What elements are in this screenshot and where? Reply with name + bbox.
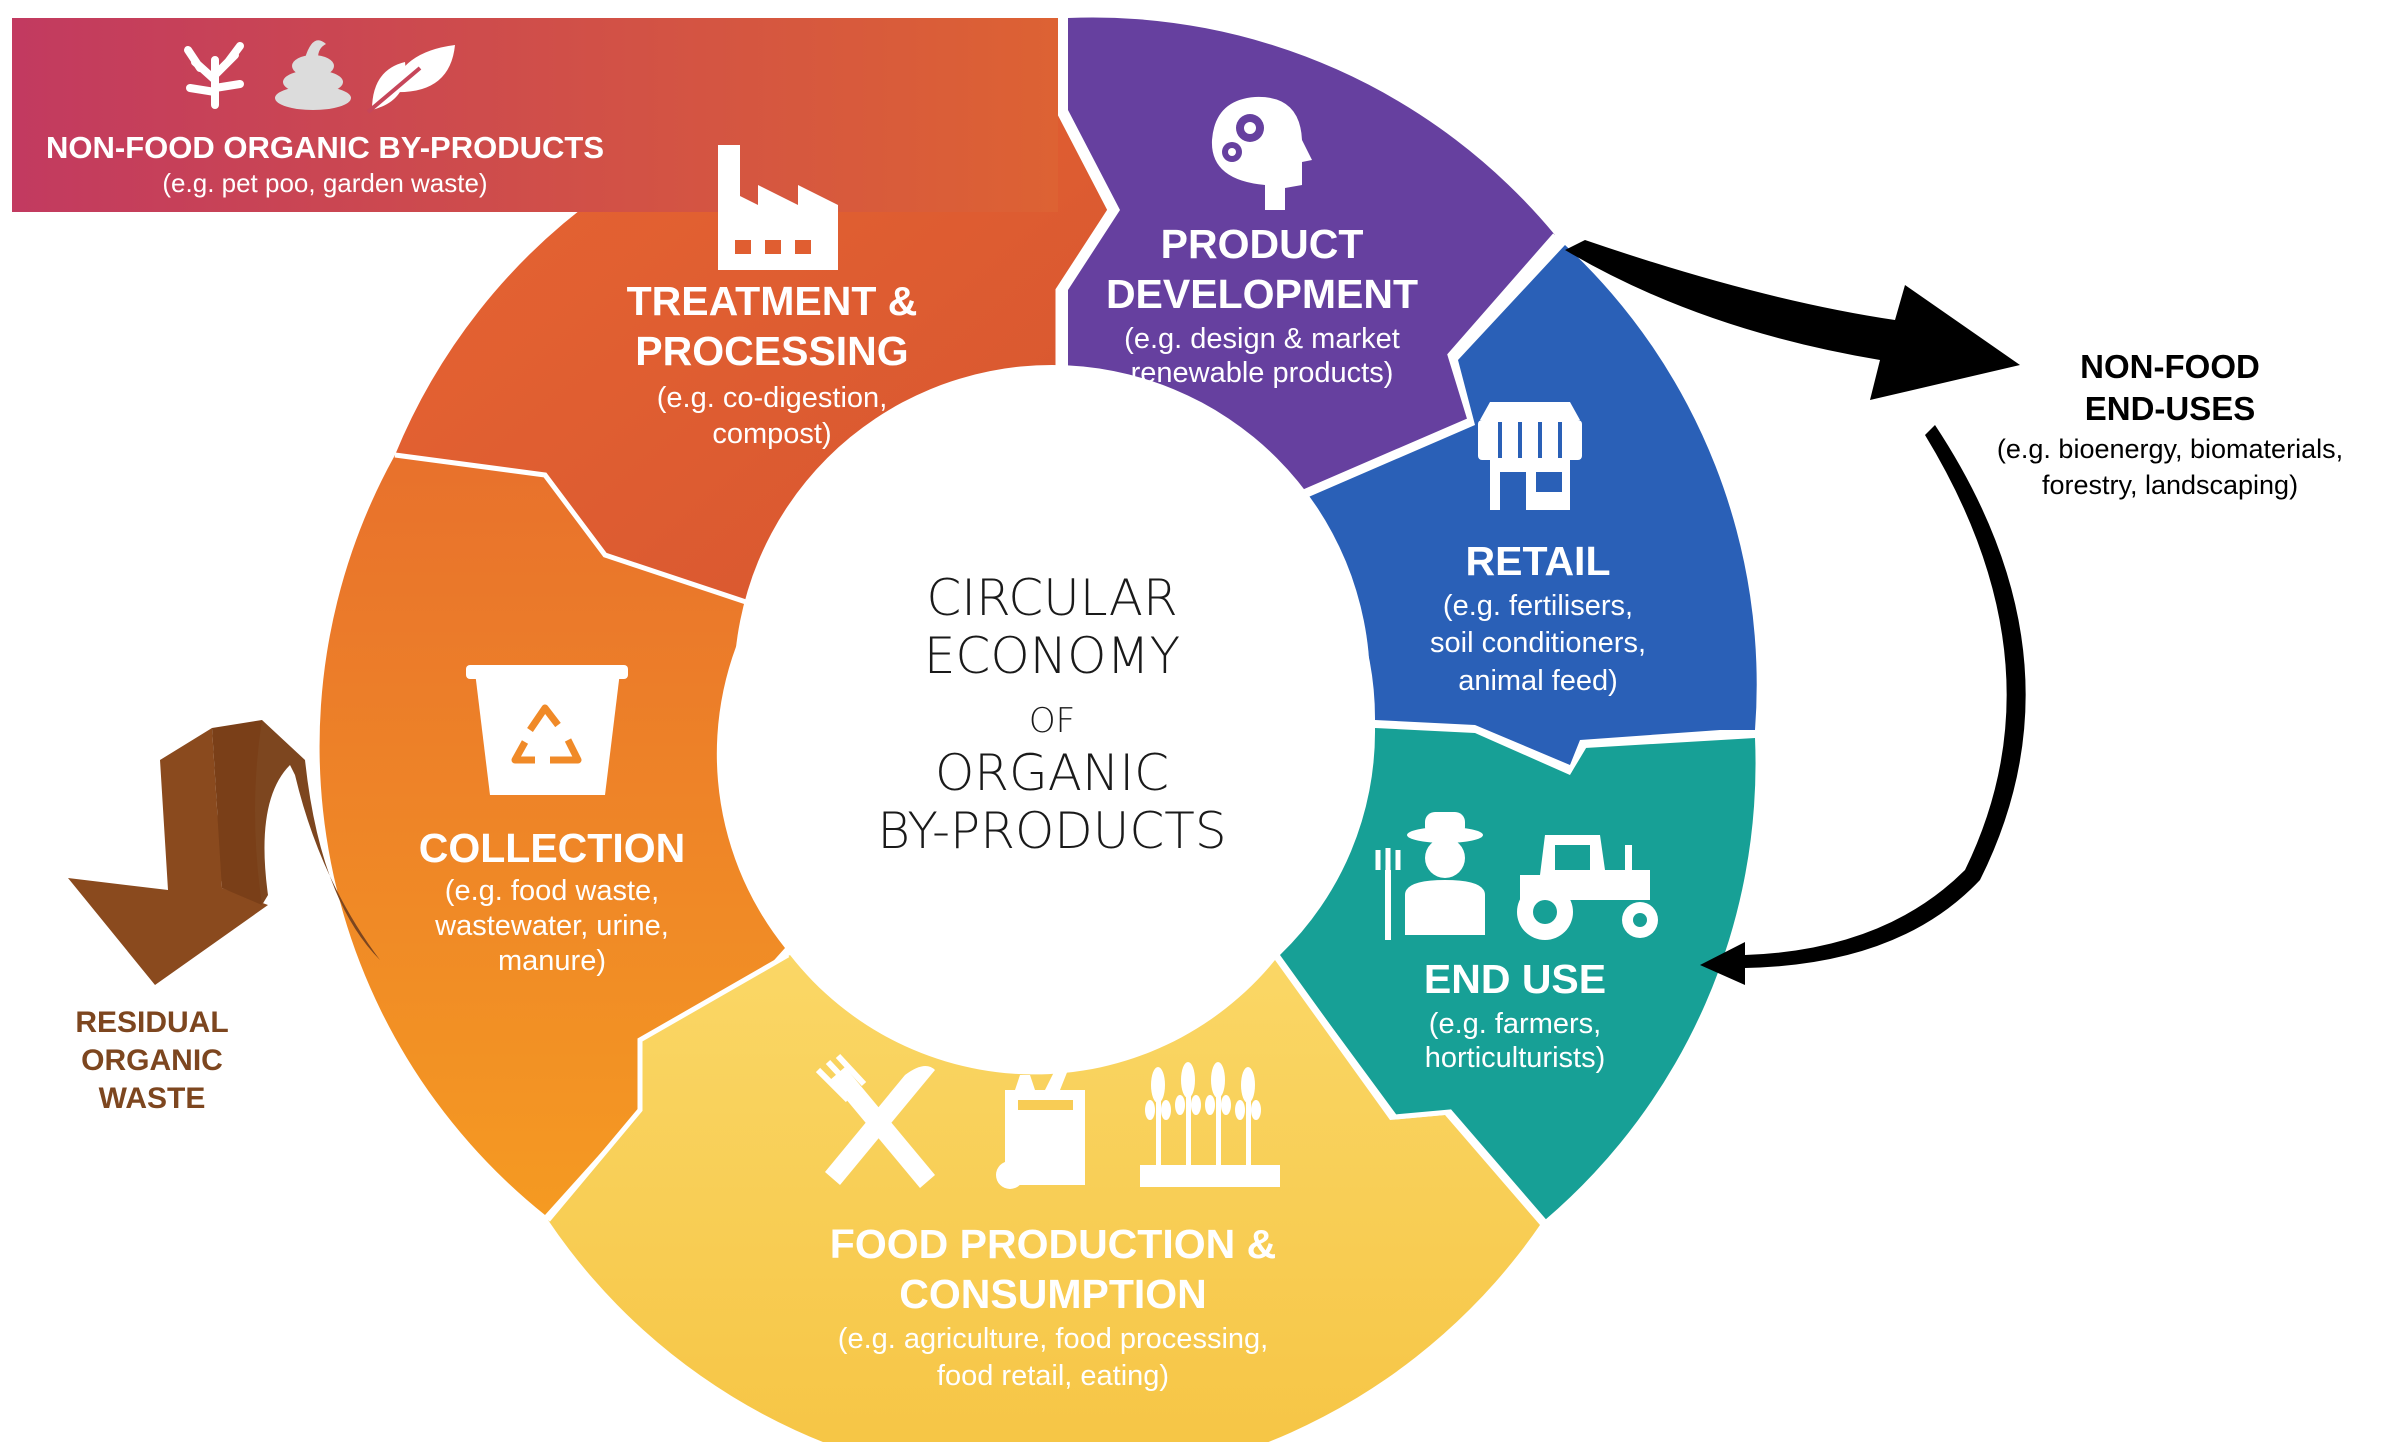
treatment-example-1: (e.g. co-digestion, [657,382,888,414]
pet-poo-icon [275,40,351,110]
nonfood-organic-byproducts-banner [12,18,1058,212]
product-title-2: DEVELOPMENT [1106,271,1418,317]
nonfood-enduses-example-2: forestry, landscaping) [2042,470,2298,500]
center-line-2: ECONOMY [924,627,1180,685]
center-title: CIRCULAR ECONOMY OF ORGANIC BY-PRODUCTS [877,569,1226,860]
food-title-1: FOOD PRODUCTION & [830,1221,1276,1267]
center-circle [734,365,1370,1001]
nonfood-enduses-title-1: NON-FOOD [2080,348,2260,385]
factory-icon [718,145,838,270]
residual-line-2: ORGANIC [81,1044,223,1077]
grocery-bag-icon [996,1060,1085,1189]
product-example-2: renewable products) [1131,357,1394,389]
leaf-icon [366,45,455,114]
treatment-example-2: compost) [712,418,831,450]
segment-product-development [1068,17,1555,500]
farmer-tractor-icon [1375,812,1658,940]
collection-example-2: wastewater, urine, [434,910,669,942]
retail-example-3: animal feed) [1458,665,1618,697]
fork-knife-icon [815,1053,935,1188]
nonfood-input-title: NON-FOOD ORGANIC BY-PRODUCTS [46,130,604,165]
product-example-1: (e.g. design & market [1124,323,1400,355]
food-example-2: food retail, eating) [937,1360,1169,1392]
center-line-4: ORGANIC [935,744,1169,802]
store-icon [1478,402,1582,510]
residual-line-1: RESIDUAL [75,1006,228,1039]
food-example-1: (e.g. agriculture, food processing, [838,1323,1268,1355]
residual-line-3: WASTE [99,1082,206,1115]
center-line-1: CIRCULAR [926,569,1177,627]
retail-title: RETAIL [1465,538,1610,584]
enduse-title: END USE [1424,956,1606,1002]
retail-example-2: soil conditioners, [1430,627,1646,659]
segment-treatment-processing [395,18,1110,605]
nonfood-outflow-arrow [1565,240,2020,400]
collection-example-1: (e.g. food waste, [445,875,659,907]
wheat-field-icon [1140,1062,1280,1187]
treatment-title-1: TREATMENT & [627,278,918,324]
collection-example-3: manure) [498,945,606,977]
treatment-title-2: PROCESSING [635,328,908,374]
retail-example-1: (e.g. fertilisers, [1443,590,1633,622]
nonfood-input-example: (e.g. pet poo, garden waste) [162,168,487,198]
residual-waste-arrowhead [68,728,268,985]
collection-title: COLLECTION [419,825,685,871]
head-gears-icon [1211,96,1312,210]
product-title-1: PRODUCT [1161,221,1364,267]
food-title-2: CONSUMPTION [899,1271,1207,1317]
nonfood-enduses-title-2: END-USES [2085,390,2256,427]
segment-food-production-consumption [548,955,1540,1442]
nonfood-enduses-example-1: (e.g. bioenergy, biomaterials, [1997,434,2343,464]
enduse-example-1: (e.g. farmers, [1429,1008,1601,1040]
recycle-bin-icon [466,665,628,795]
center-line-3: OF [1029,701,1075,741]
center-line-5: BY-PRODUCTS [877,802,1226,860]
enduse-example-2: horticulturists) [1425,1042,1606,1074]
garden-waste-icon [184,42,244,109]
